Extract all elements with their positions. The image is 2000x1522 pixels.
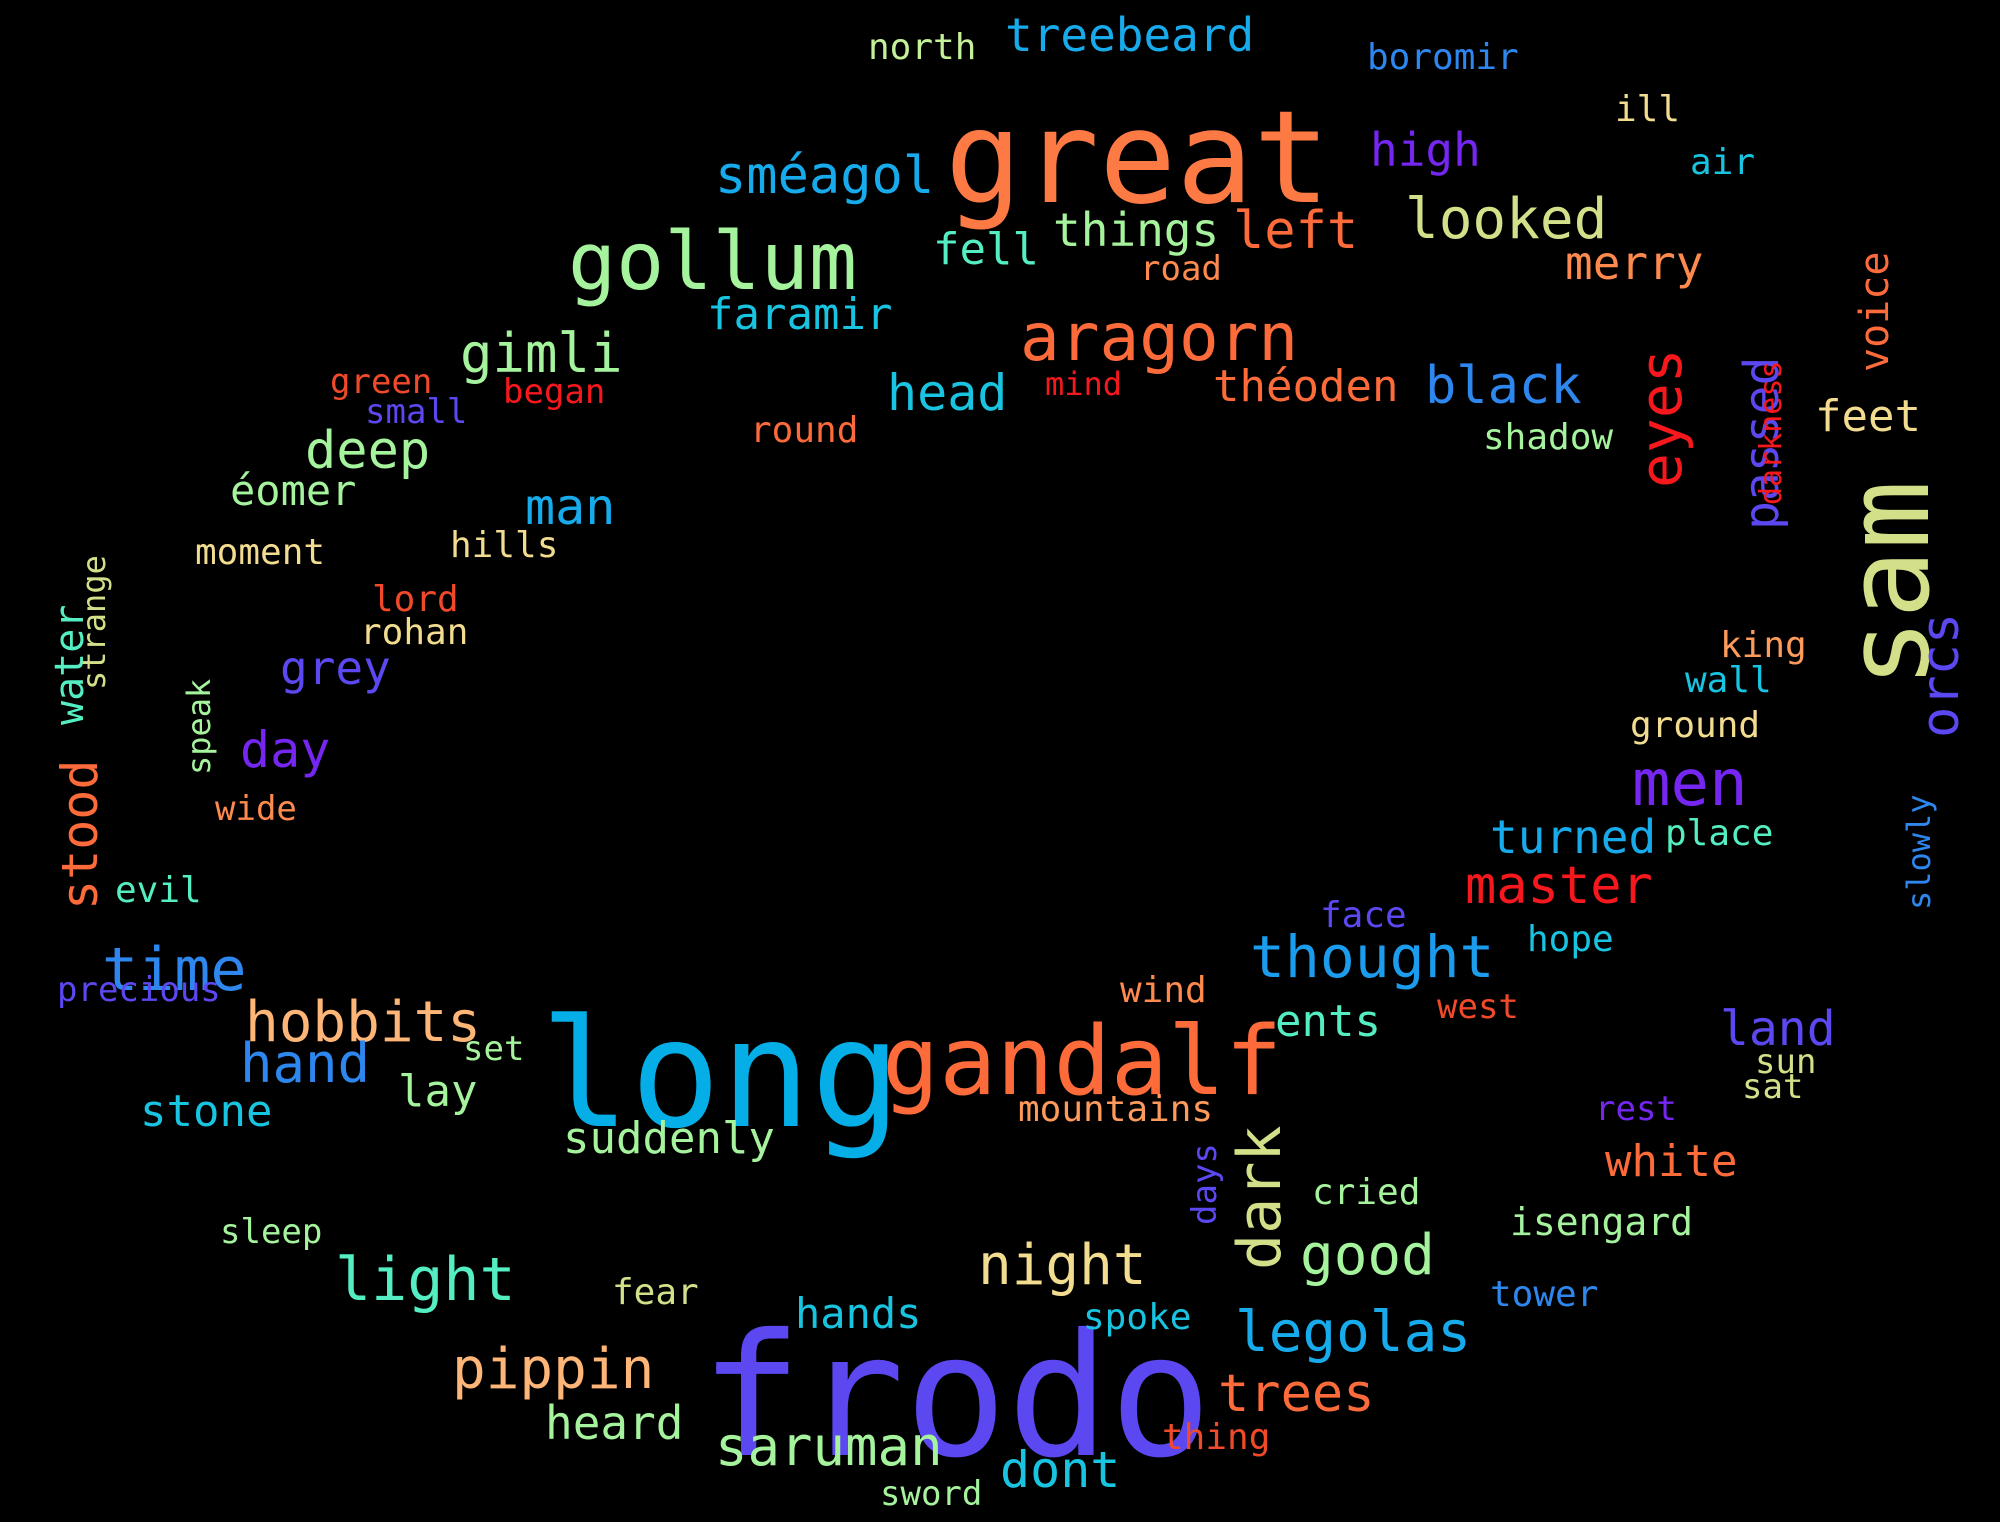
word-91: rest (1595, 1089, 1677, 1129)
word-66: round (750, 410, 859, 451)
word-19: looked (1405, 187, 1608, 252)
word-89: sat (1742, 1067, 1804, 1107)
word-33: dont (1000, 1441, 1121, 1499)
word-47: fell (933, 224, 1039, 275)
word-98: tower (1490, 1274, 1599, 1315)
word-58: boromir (1367, 37, 1519, 78)
word-34: heard (545, 1396, 684, 1450)
word-26: trees (1218, 1364, 1375, 1424)
word-86: west (1437, 987, 1519, 1027)
word-95: sleep (220, 1212, 323, 1252)
word-28: black (1425, 356, 1582, 416)
word-84: precious (57, 970, 221, 1010)
word-20: gimli (460, 322, 623, 385)
word-73: rohan (360, 612, 469, 653)
word-25: good (1300, 1223, 1435, 1288)
word-37: man (525, 478, 616, 536)
word-94: isengard (1510, 1200, 1694, 1244)
word-16: orcs (1911, 612, 1971, 738)
word-50: théoden (1213, 361, 1399, 412)
word-71: strange (75, 555, 113, 690)
word-12: time (102, 935, 247, 1005)
word-29: hand (240, 1032, 371, 1095)
word-11: thought (1250, 923, 1495, 991)
word-60: air (1690, 142, 1756, 183)
word-74: king (1720, 625, 1807, 666)
word-46: treebeard (1005, 8, 1255, 62)
word-24: night (978, 1233, 1147, 1298)
word-70: hills (450, 525, 559, 566)
word-27: left (1233, 201, 1359, 261)
word-79: place (1665, 813, 1774, 854)
word-99: thing (1162, 1417, 1271, 1458)
word-48: grey (280, 641, 391, 695)
word-81: evil (115, 870, 202, 911)
word-87: set (463, 1029, 525, 1069)
word-36: things (1053, 203, 1220, 257)
word-32: land (1720, 1001, 1836, 1057)
word-23: pippin (452, 1337, 655, 1402)
word-97: spoke (1083, 1297, 1192, 1338)
word-6: gollum (568, 215, 857, 308)
word-55: voice (1852, 251, 1898, 372)
word-85: wind (1120, 970, 1207, 1011)
word-10: men (1632, 747, 1748, 821)
word-49: faramir (707, 289, 893, 340)
word-68: darkness (1754, 360, 1789, 506)
word-40: day (240, 721, 331, 779)
word-78: wide (215, 789, 297, 829)
word-76: ground (1630, 705, 1761, 746)
word-62: green (330, 362, 433, 402)
word-35: suddenly (563, 1113, 775, 1164)
word-92: days (1185, 1143, 1225, 1225)
word-61: road (1140, 249, 1222, 289)
word-1: frodo (700, 1298, 1212, 1496)
word-57: north (868, 27, 977, 68)
word-100: sword (880, 1474, 983, 1514)
word-43: white (1605, 1136, 1738, 1187)
word-39: stood (51, 759, 109, 910)
word-53: ents (1275, 996, 1381, 1047)
word-63: began (503, 372, 606, 412)
word-93: cried (1312, 1172, 1421, 1213)
word-3: great (945, 84, 1331, 233)
word-67: shadow (1483, 417, 1614, 458)
word-7: aragorn (1020, 299, 1299, 376)
word-77: speak (180, 678, 218, 775)
word-80: slowly (1900, 794, 1938, 910)
word-22: saruman (715, 1415, 943, 1478)
word-15: legolas (1235, 1300, 1472, 1365)
word-5: gandalf (882, 1007, 1283, 1117)
word-42: merry (1565, 236, 1704, 290)
word-52: lay (398, 1066, 478, 1117)
word-38: turned (1490, 810, 1657, 864)
word-64: small (365, 392, 468, 432)
word-9: dark (1225, 1125, 1295, 1271)
word-13: hobbits (245, 990, 482, 1055)
word-30: deep (305, 421, 431, 481)
word-96: fear (612, 1272, 699, 1313)
word-51: stone (140, 1086, 273, 1137)
word-65: mind (1045, 365, 1123, 403)
word-72: lord (372, 579, 459, 620)
word-45: hands (795, 1289, 922, 1338)
word-14: light (335, 1245, 516, 1315)
word-69: moment (195, 532, 326, 573)
word-88: sun (1755, 1042, 1817, 1082)
word-44: feet (1815, 391, 1921, 442)
word-54: éomer (230, 466, 357, 515)
word-8: eyes (1627, 348, 1695, 488)
word-83: hope (1527, 919, 1614, 960)
word-82: face (1320, 895, 1407, 936)
word-2: long (540, 988, 902, 1162)
word-90: mountains (1018, 1089, 1214, 1130)
word-75: wall (1685, 660, 1772, 701)
word-21: sméagol (715, 146, 935, 206)
word-18: master (1465, 856, 1653, 916)
word-41: high (1370, 123, 1481, 177)
word-59: ill (1615, 89, 1681, 130)
word-31: head (887, 364, 1008, 422)
